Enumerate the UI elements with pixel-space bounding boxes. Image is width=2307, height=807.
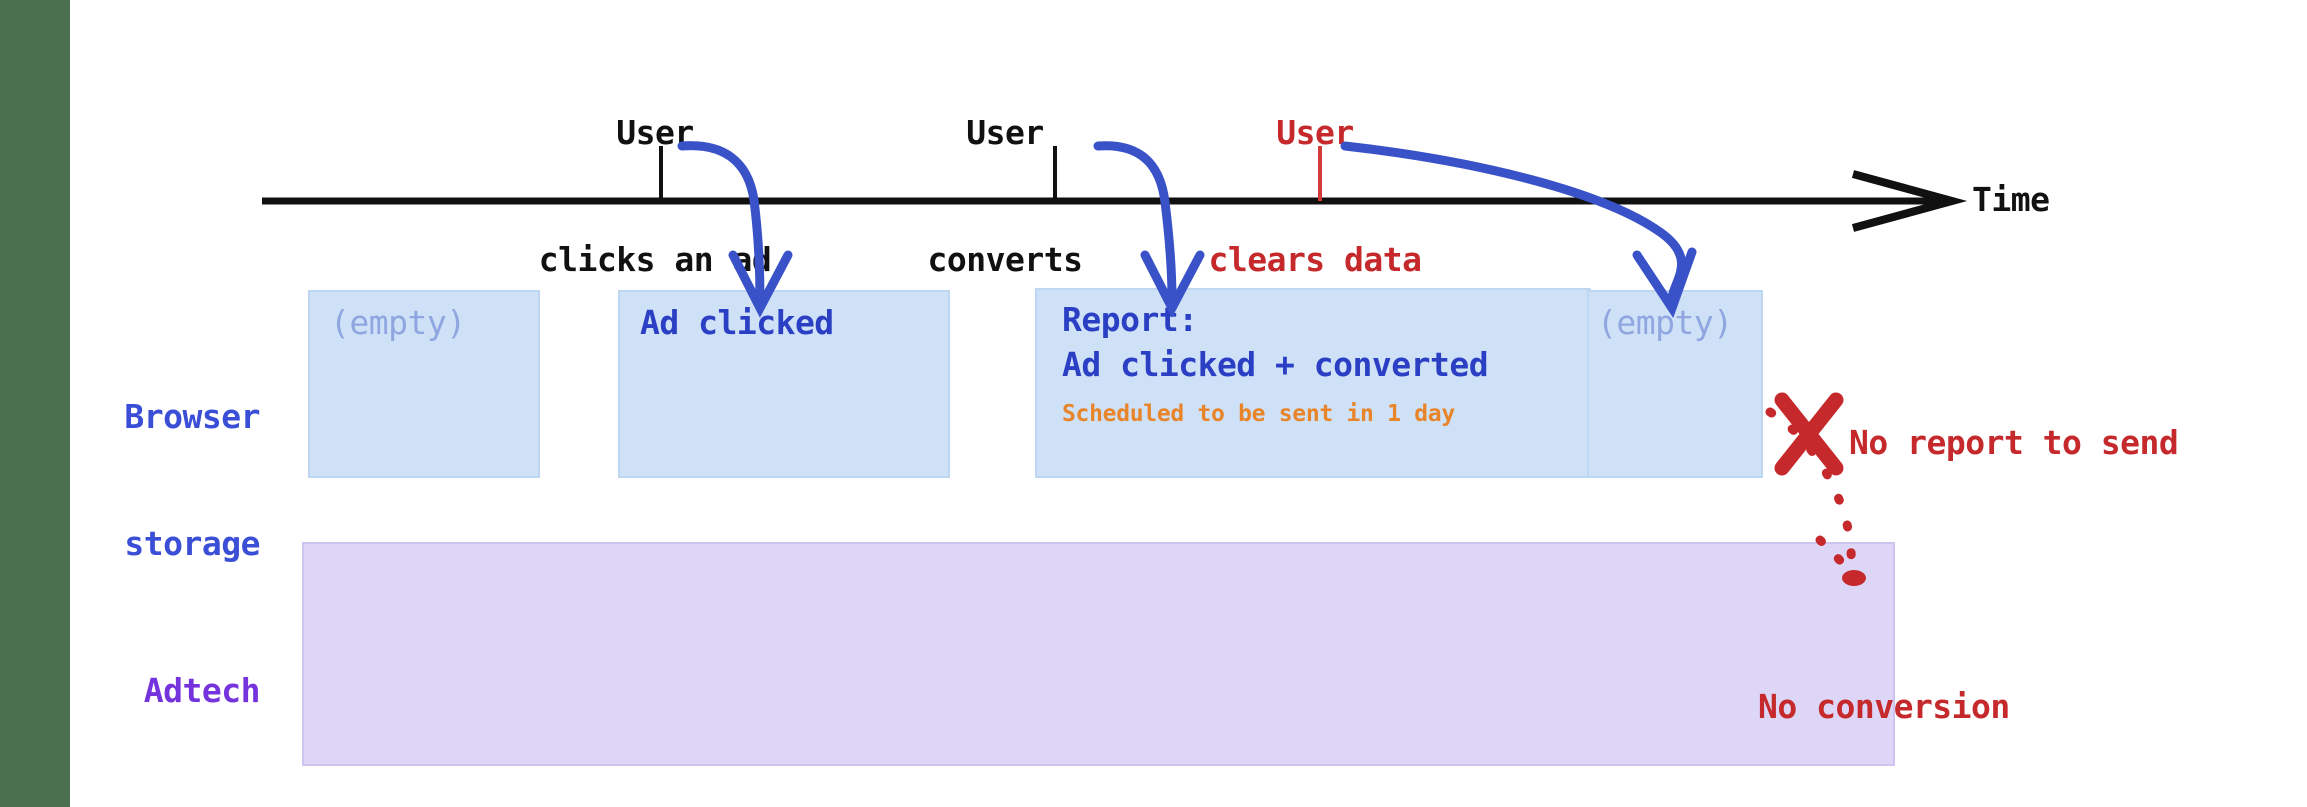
storage-text-report-body: Ad clicked + converted bbox=[1062, 345, 1489, 384]
row-label-browser-line2: storage bbox=[124, 524, 260, 564]
storage-text-report-schedule: Scheduled to be sent in 1 day bbox=[1062, 401, 1455, 427]
annotation-no-report: No report to send bbox=[1849, 423, 2179, 462]
storage-box-report-pending bbox=[1035, 288, 1591, 478]
row-label-browser-storage: Browser storage bbox=[80, 312, 260, 650]
annotation-no-conversion-line1: No conversion bbox=[1758, 686, 2010, 726]
event-label-convert: User converts bbox=[880, 28, 1130, 366]
storage-text-initial: (empty) bbox=[330, 303, 466, 342]
adtech-server-box bbox=[302, 542, 1895, 766]
storage-box-ad-clicked bbox=[618, 290, 950, 478]
left-accent-strip bbox=[0, 0, 70, 807]
event-label-clear-line1: User bbox=[1276, 113, 1354, 153]
row-label-browser-line1: Browser bbox=[124, 397, 260, 437]
storage-box-initial bbox=[308, 290, 540, 478]
row-label-adtech-line2: server bbox=[80, 797, 261, 807]
storage-text-report-title: Report: bbox=[1062, 300, 1198, 339]
row-label-adtech-line1: Adtech bbox=[143, 671, 261, 711]
event-label-click-line2: clicks an ad bbox=[538, 240, 772, 280]
event-label-clear-line2: clears data bbox=[1208, 240, 1422, 280]
storage-text-ad-clicked: Ad clicked bbox=[640, 303, 834, 342]
annotation-no-conversion: No conversion reported to adtech bbox=[1758, 600, 2107, 807]
event-label-convert-line1: User bbox=[966, 113, 1044, 153]
timeline-axis-label: Time bbox=[1972, 180, 2050, 219]
event-label-click-line1: User bbox=[616, 113, 694, 153]
event-label-convert-line2: converts bbox=[927, 240, 1083, 280]
row-label-adtech-server: Adtech server bbox=[80, 586, 261, 807]
storage-text-cleared: (empty) bbox=[1597, 303, 1733, 342]
